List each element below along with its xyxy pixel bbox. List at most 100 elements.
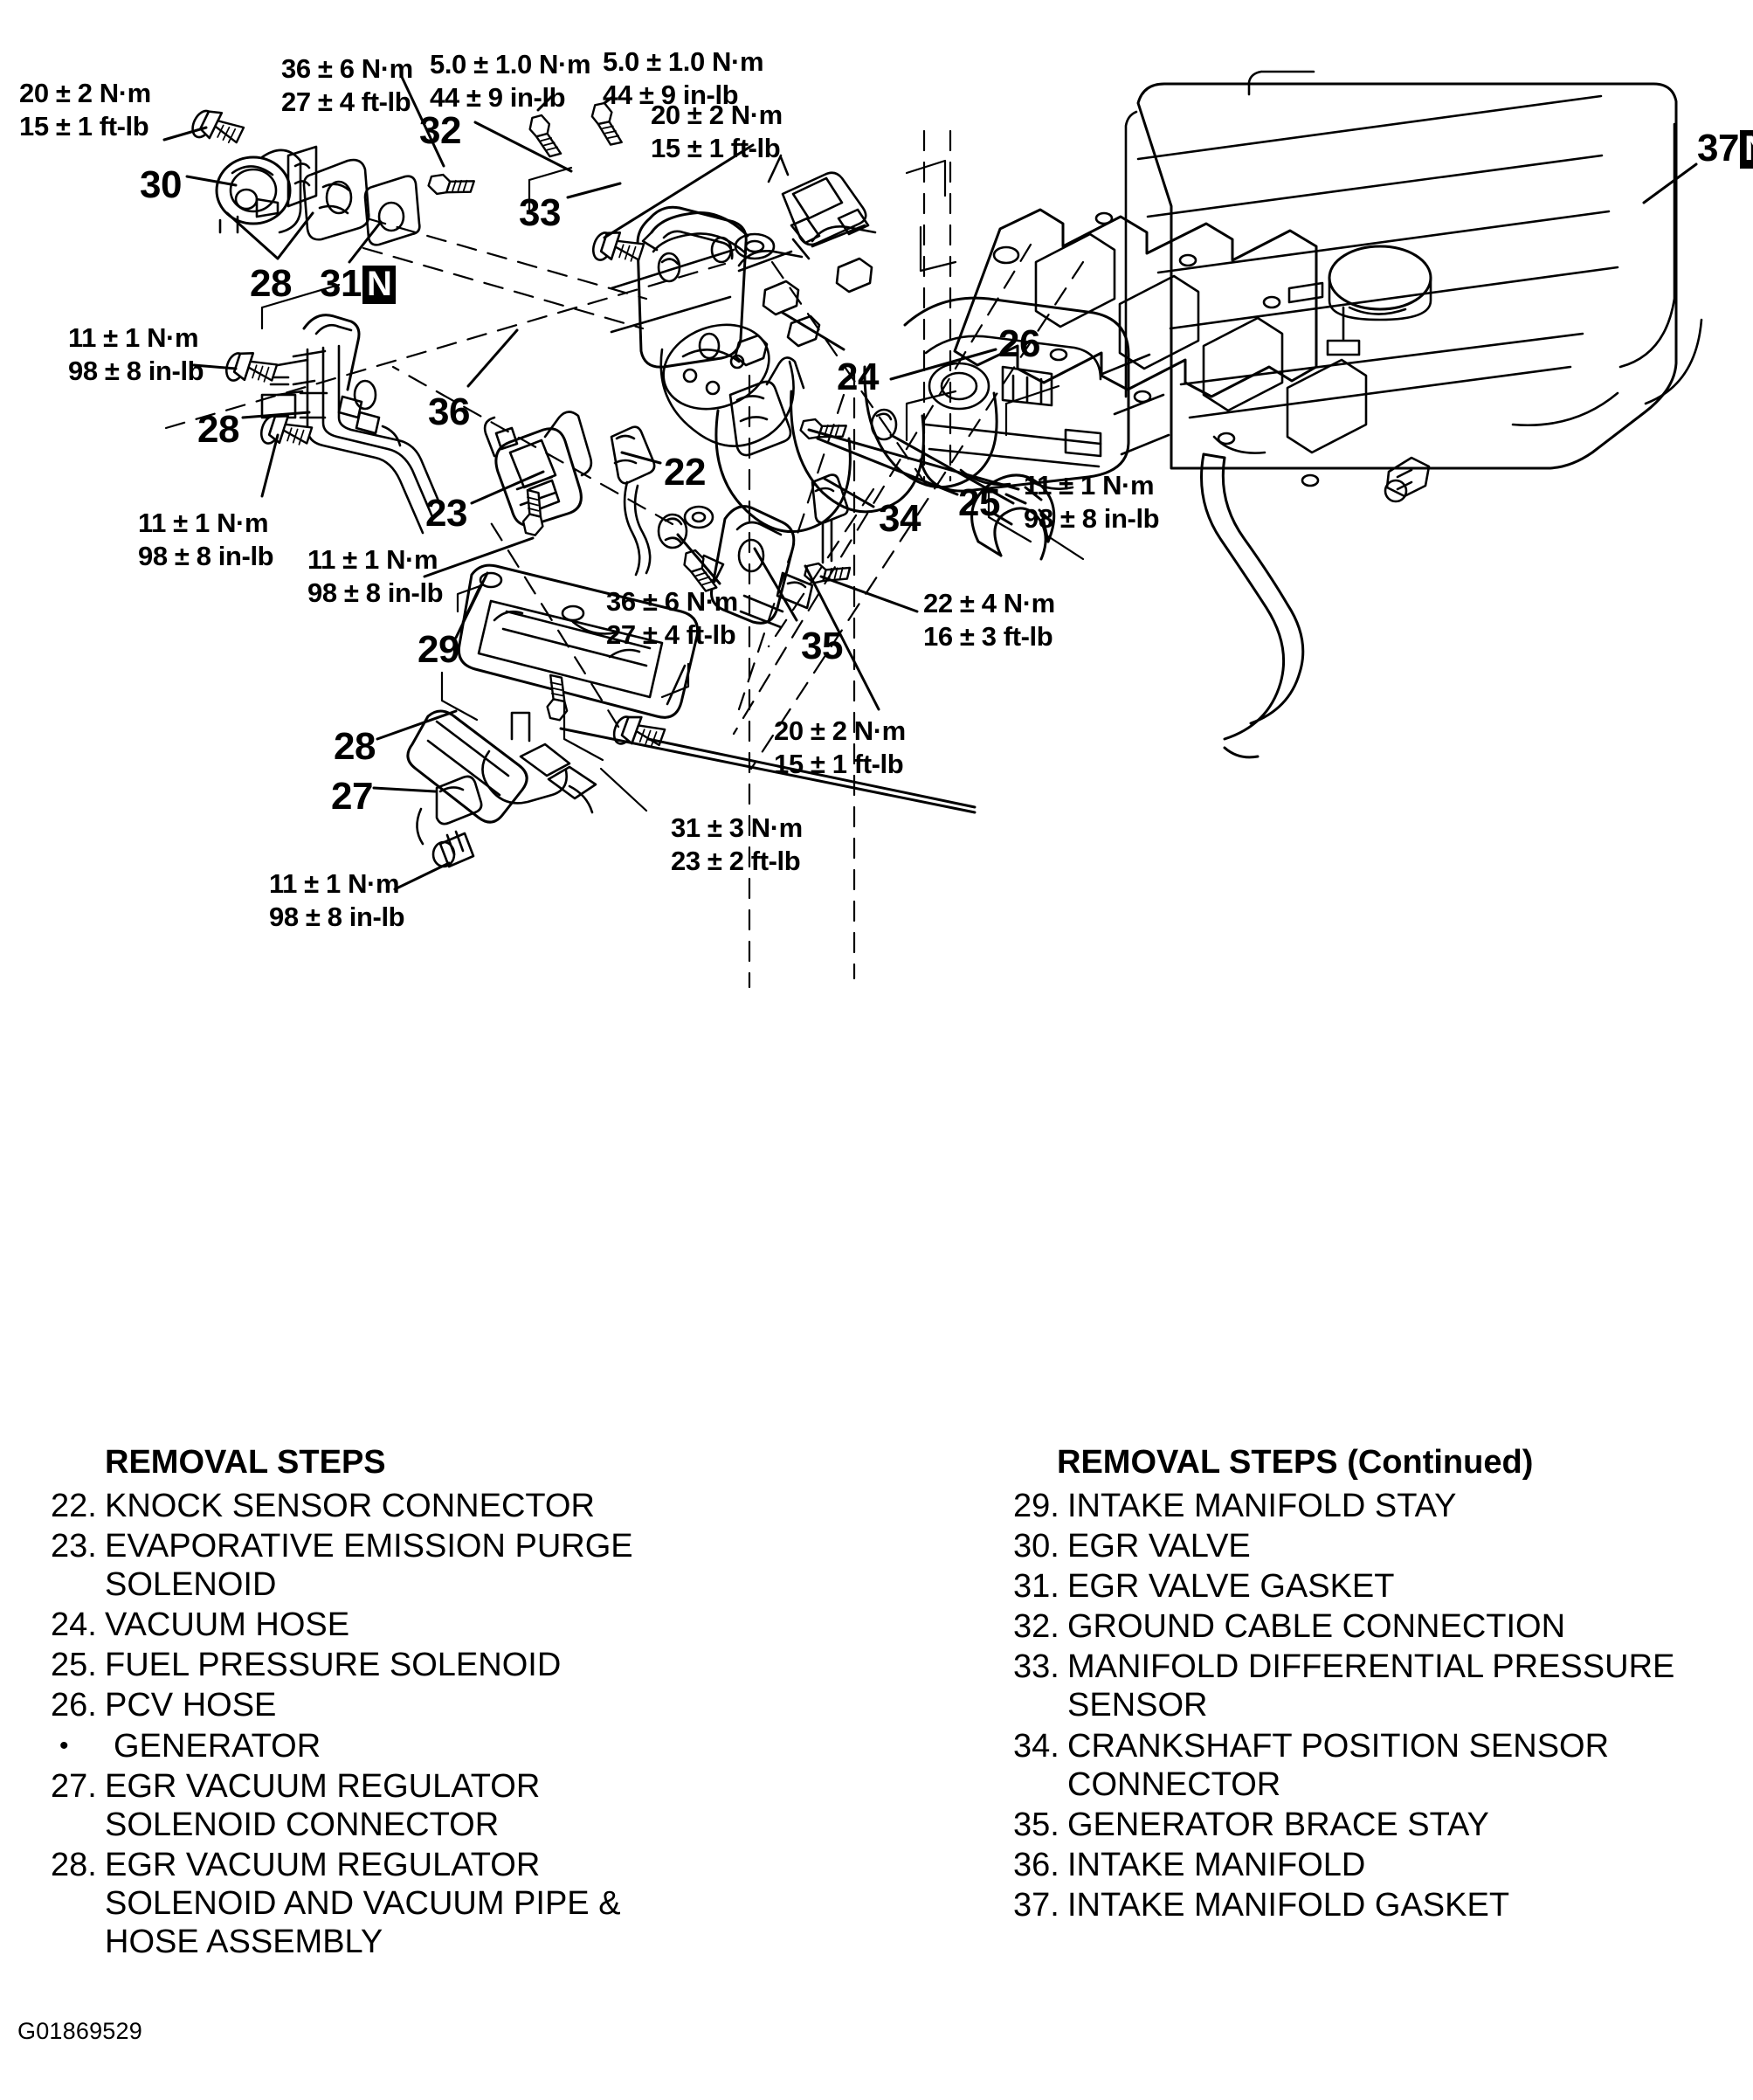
removal-step-item: 37.INTAKE MANIFOLD GASKET [1013, 1886, 1729, 1924]
removal-step-item: 26.PCV HOSE [51, 1686, 697, 1724]
step-text: PCV HOSE [105, 1687, 277, 1724]
step-number: 22. [51, 1488, 97, 1525]
removal-step-item: 23.EVAPORATIVE EMISSION PURGE SOLENOID [51, 1527, 697, 1604]
ground-cable-part [641, 211, 776, 260]
assembly-axis-lines [164, 129, 1085, 989]
removal-step-item: 28.EGR VACUUM REGULATOR SOLENOID AND VAC… [51, 1846, 697, 1961]
item-number: 26 [998, 322, 1040, 365]
removal-step-item: 32.GROUND CABLE CONNECTION [1013, 1607, 1729, 1646]
step-text: EGR VACUUM REGULATOR SOLENOID CONNECTOR [105, 1767, 541, 1843]
item-callout-30: 30 [140, 166, 182, 204]
step-text: GENERATOR BRACE STAY [1067, 1806, 1489, 1843]
item-number: 34 [879, 497, 921, 540]
item-number: 23 [425, 492, 467, 535]
torque-imperial: 44 ± 9 in-lb [603, 79, 739, 110]
torque-imperial: 27 ± 4 ft-lb [281, 86, 411, 117]
exploded-view-diagram [162, 70, 1703, 989]
torque-imperial: 15 ± 1 ft-lb [651, 132, 781, 163]
torque-imperial: 15 ± 1 ft-lb [19, 110, 149, 142]
torque-metric: 31 ± 3 N·m [671, 812, 803, 843]
item-number: 28 [334, 725, 376, 768]
removal-step-item: 33.MANIFOLD DIFFERENTIAL PRESSURE SENSOR [1013, 1648, 1729, 1724]
item-callout-34: 34 [879, 500, 921, 538]
item-callout-37-note: 37N [1697, 129, 1753, 169]
removal-step-item: 27.EGR VACUUM REGULATOR SOLENOID CONNECT… [51, 1767, 697, 1844]
note-marker-icon: N [1739, 130, 1753, 169]
vacuum-hose-part [970, 473, 1056, 561]
step-number: 34. [1013, 1727, 1059, 1765]
torque-imperial: 23 ± 2 ft-lb [671, 845, 801, 876]
fasteners-group [187, 100, 1324, 758]
item-number: 31 [320, 262, 362, 305]
item-number: 22 [664, 451, 706, 494]
step-number: 29. [1013, 1488, 1059, 1525]
item-callout-32: 32 [419, 112, 461, 150]
item-number: 36 [428, 390, 470, 433]
item-callout-28: 28 [334, 728, 376, 766]
step-number: 27. [51, 1767, 97, 1805]
item-number: 28 [197, 408, 239, 451]
step-text: INTAKE MANIFOLD [1067, 1846, 1366, 1883]
removal-step-item: 22.KNOCK SENSOR CONNECTOR [51, 1487, 697, 1525]
step-text: KNOCK SENSOR CONNECTOR [105, 1488, 595, 1525]
step-text: CRANKSHAFT POSITION SENSOR CONNECTOR [1067, 1727, 1610, 1803]
item-number: 24 [837, 356, 879, 398]
item-callout-27: 27 [331, 777, 373, 816]
step-text: EGR VALVE GASKET [1067, 1568, 1395, 1606]
leader-lines [162, 75, 1698, 891]
item-callout-24: 24 [837, 358, 879, 397]
item-callout-26: 26 [998, 325, 1040, 363]
torque-imperial: 44 ± 9 in-lb [430, 81, 566, 113]
item-number: 25 [958, 481, 1000, 524]
step-text: INTAKE MANIFOLD GASKET [1067, 1886, 1510, 1924]
step-number: 30. [1013, 1528, 1059, 1565]
item-number: 33 [519, 191, 561, 234]
step-number: 37. [1013, 1886, 1059, 1924]
step-text: FUEL PRESSURE SOLENOID [105, 1647, 562, 1684]
step-number: 28. [51, 1846, 97, 1883]
step-text: INTAKE MANIFOLD STAY [1067, 1488, 1457, 1525]
construction-lines [260, 159, 1085, 812]
removal-step-item: •GENERATOR [51, 1727, 697, 1765]
removal-steps-continued-title: REMOVAL STEPS (Continued) [1057, 1444, 1534, 1481]
item-number: 35 [801, 625, 843, 667]
engine-cylinder-head-cover [1124, 70, 1703, 503]
item-callout-28: 28 [250, 265, 292, 303]
torque-metric: 5.0 ± 1.0 N·m [603, 46, 764, 77]
note-marker-icon: N [362, 266, 397, 304]
item-number: 32 [419, 109, 461, 152]
step-text: MANIFOLD DIFFERENTIAL PRESSURE SENSOR [1067, 1648, 1675, 1724]
manifold-differential-pressure-sensor-part [767, 154, 870, 260]
item-number: 28 [250, 262, 292, 305]
torque-imperial: 98 ± 8 in-lb [1024, 502, 1160, 534]
torque-metric: 20 ± 2 N·m [774, 715, 906, 746]
item-callout-25: 25 [958, 484, 1000, 522]
step-number: 24. [51, 1606, 97, 1644]
removal-steps-title: REMOVAL STEPS [105, 1444, 386, 1481]
removal-step-item: 31.EGR VALVE GASKET [1013, 1567, 1729, 1606]
step-text: EGR VALVE [1067, 1528, 1251, 1565]
egr-valve-gasket-part [363, 175, 421, 246]
torque-metric: 36 ± 6 N·m [281, 53, 413, 84]
step-number: 35. [1013, 1806, 1059, 1843]
pcv-hose-part [1200, 452, 1305, 759]
removal-step-item: 30.EGR VALVE [1013, 1527, 1729, 1565]
torque-imperial: 15 ± 1 ft-lb [774, 748, 904, 779]
step-text: VACUUM HOSE [105, 1606, 350, 1644]
intake-manifold-gasket-part [953, 208, 1368, 487]
torque-imperial: 98 ± 8 in-lb [68, 355, 204, 386]
removal-step-item: 34.CRANKSHAFT POSITION SENSOR CONNECTOR [1013, 1727, 1729, 1804]
item-callout-29: 29 [418, 631, 459, 669]
